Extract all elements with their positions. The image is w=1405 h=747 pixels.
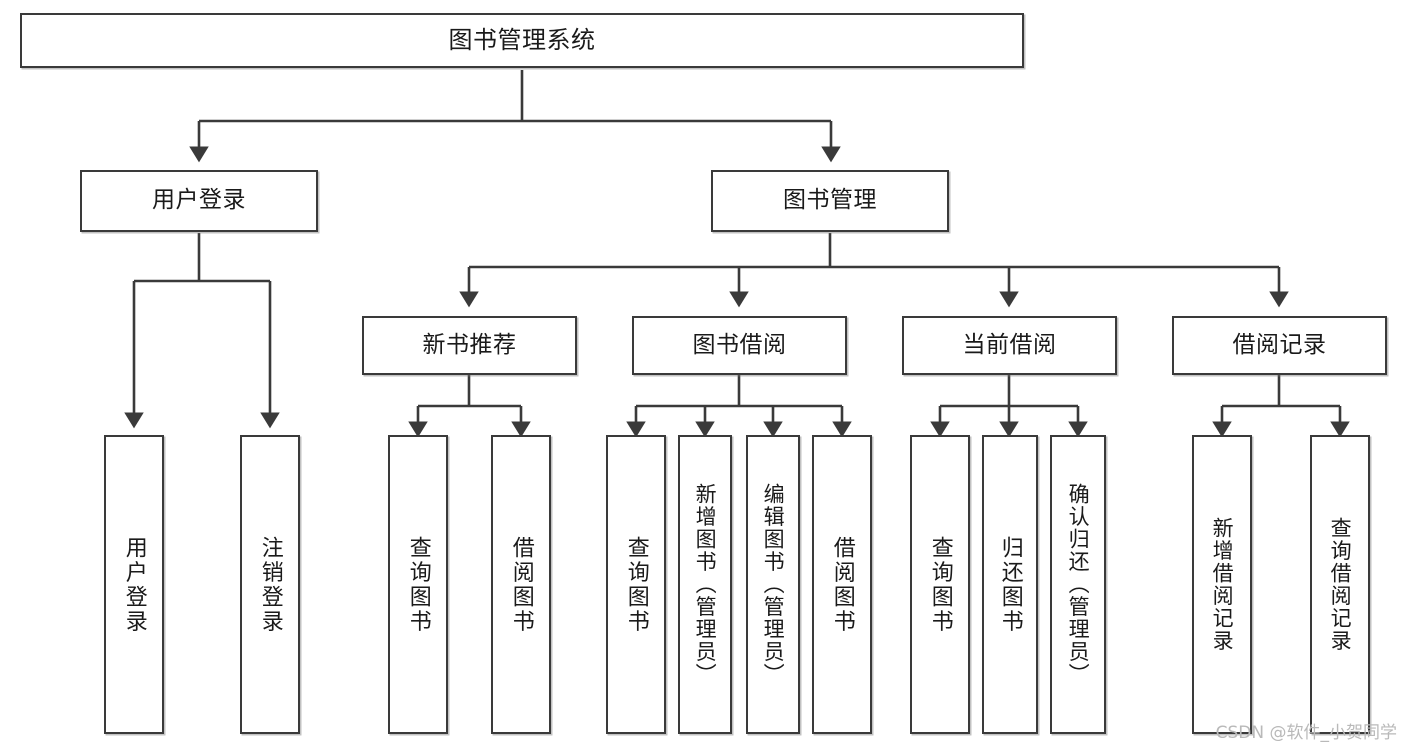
leaf-query-book-borrow[interactable]: 查询图书 [606,435,666,734]
leaf-borrow-book-recommend[interactable]: 借阅图书 [491,435,551,734]
node-label: 用户登录 [121,535,147,634]
node-label: 查询图书 [405,535,431,634]
leaf-logout-login[interactable]: 注销登录 [240,435,300,734]
node-label: 查询借阅记录 [1328,517,1353,652]
leaf-query-book-current[interactable]: 查询图书 [910,435,970,734]
leaf-return-book[interactable]: 归还图书 [982,435,1038,734]
leaf-confirm-return-admin[interactable]: 确认归还（管理员） [1050,435,1106,734]
node-label: 图书管理 [783,187,877,214]
node-new-book-recommendation[interactable]: 新书推荐 [362,316,577,375]
node-label: 查询图书 [927,535,953,634]
node-label: 借阅图书 [508,535,534,634]
leaf-borrow-book[interactable]: 借阅图书 [812,435,872,734]
node-label: 注销登录 [257,535,283,634]
leaf-edit-book-admin[interactable]: 编辑图书（管理员） [746,435,800,734]
leaf-query-borrow-record[interactable]: 查询借阅记录 [1310,435,1370,734]
node-user-login[interactable]: 用户登录 [80,170,318,232]
node-label: 新增借阅记录 [1210,517,1235,652]
node-borrow-records[interactable]: 借阅记录 [1172,316,1387,375]
node-label: 新书推荐 [422,331,517,358]
node-label: 确认归还（管理员） [1066,483,1091,686]
node-label: 查询图书 [623,535,649,634]
node-book-borrow[interactable]: 图书借阅 [632,316,847,375]
csdn-watermark: CSDN @软件_小贺同学 [1215,723,1397,743]
node-label: 编辑图书（管理员） [761,483,786,686]
leaf-query-book-recommend[interactable]: 查询图书 [388,435,448,734]
node-label: 当前借阅 [962,331,1057,358]
node-root-system[interactable]: 图书管理系统 [20,13,1024,68]
node-book-management[interactable]: 图书管理 [711,170,949,232]
node-label: 新增图书（管理员） [693,483,718,686]
node-label: 图书管理系统 [448,26,596,55]
leaf-user-login[interactable]: 用户登录 [104,435,164,734]
node-label: 归还图书 [997,535,1023,634]
node-label: 图书借阅 [692,331,787,358]
node-label: 用户登录 [152,187,246,214]
leaf-add-borrow-record[interactable]: 新增借阅记录 [1192,435,1252,734]
node-label: 借阅图书 [829,535,855,634]
node-current-borrow[interactable]: 当前借阅 [902,316,1117,375]
node-label: 借阅记录 [1232,331,1327,358]
leaf-add-book-admin[interactable]: 新增图书（管理员） [678,435,732,734]
